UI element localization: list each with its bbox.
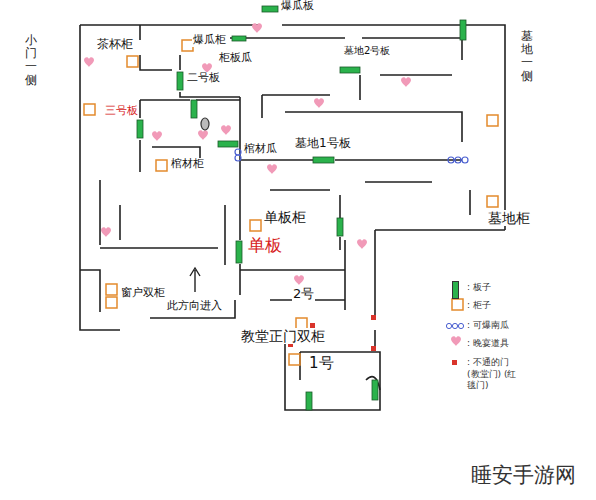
- legend-text: : 不通的门 (教堂门) (红毯门): [467, 357, 523, 392]
- legend-samples: [446, 299, 463, 346]
- watermark: 睡安手游网: [470, 463, 577, 487]
- map-label: 墓地柜: [487, 210, 531, 226]
- legend-text: : 柜子: [467, 300, 491, 312]
- map-label: 墓地1号板: [294, 137, 352, 151]
- map-label: 墓地一侧: [520, 30, 534, 83]
- map-label: 窗户双柜: [120, 287, 166, 300]
- map-label: 教堂正门双柜: [240, 328, 326, 344]
- map-label: 此方向进入: [166, 300, 223, 313]
- legend-text: : 板子: [467, 282, 491, 294]
- entry-arrow: [190, 268, 200, 292]
- map-label: 单板: [247, 236, 283, 256]
- map-label: 棺材柜: [170, 158, 205, 171]
- map-label: 棺材瓜: [243, 143, 278, 156]
- dinner-items: [84, 23, 411, 285]
- legend-text: : 晚宴道具: [467, 338, 509, 350]
- legend-text: : 可爆南瓜: [467, 320, 509, 332]
- map-label: 三号板: [104, 105, 139, 118]
- map-label: 单板柜: [263, 209, 307, 225]
- boards: [137, 6, 466, 410]
- legend-swatch: [452, 281, 459, 299]
- map-label: 小门一侧: [24, 34, 38, 87]
- pumpkins: [201, 118, 468, 163]
- cabinets: [84, 40, 498, 365]
- walls: [80, 25, 505, 410]
- map-label: 墓地2号板: [343, 45, 391, 57]
- legend-swatch: [452, 360, 457, 365]
- map-label: 爆瓜板: [280, 0, 315, 13]
- map-label: 1号: [308, 355, 335, 372]
- map-label: 茶杯柜: [96, 38, 134, 52]
- map-label: 柜板瓜: [218, 52, 253, 65]
- map-label: 二号板: [186, 72, 221, 85]
- map-label: 2号: [292, 287, 315, 302]
- map-label: 爆瓜柜: [192, 34, 227, 47]
